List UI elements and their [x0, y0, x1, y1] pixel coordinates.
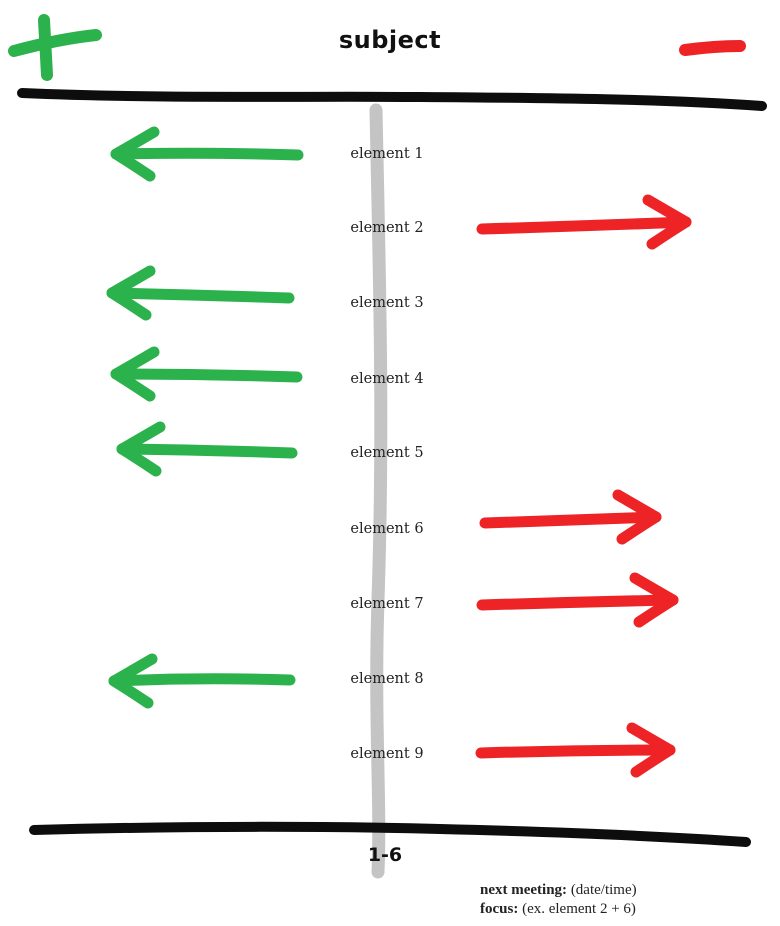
element-label-1: element 1 [350, 146, 424, 162]
top-rule [17, 88, 767, 111]
plus-arrow-1 [110, 126, 304, 182]
plus-arrow-4 [110, 346, 303, 402]
element-label-7: element 7 [350, 596, 424, 612]
focus-line: focus: (ex. element 2 + 6) [480, 900, 637, 919]
element-label-9: element 9 [350, 746, 424, 762]
plus-arrow-3 [106, 265, 295, 321]
minus-arrow-2 [476, 194, 692, 250]
element-label-6: element 6 [350, 521, 424, 537]
element-label-3: element 3 [350, 295, 424, 311]
bottom-rule [29, 821, 751, 847]
plus-arrow-5 [116, 421, 298, 477]
next-meeting-line: next meeting: (date/time) [480, 881, 637, 900]
plus-arrow-8 [108, 653, 296, 709]
element-label-5: element 5 [350, 445, 424, 461]
minus-arrow-6 [479, 489, 662, 545]
focus-label: focus: [480, 901, 519, 917]
plus-sign-icon [8, 14, 102, 81]
minus-sign-icon [679, 40, 746, 56]
minus-arrow-9 [475, 722, 676, 778]
element-label-8: element 8 [350, 671, 424, 687]
arrows-layer [106, 126, 692, 778]
meeting-footer: next meeting: (date/time) focus: (ex. el… [480, 881, 637, 919]
focus-value: (ex. element 2 + 6) [522, 901, 636, 917]
element-label-2: element 2 [350, 220, 424, 236]
minus-arrow-7 [476, 572, 679, 628]
center-divider [369, 103, 388, 879]
element-label-4: element 4 [350, 371, 424, 387]
next-meeting-value: (date/time) [570, 882, 637, 898]
diagram-title: subject [338, 26, 442, 54]
next-meeting-label: next meeting: [480, 882, 568, 898]
rating-scale-label: 1-6 [367, 844, 403, 866]
